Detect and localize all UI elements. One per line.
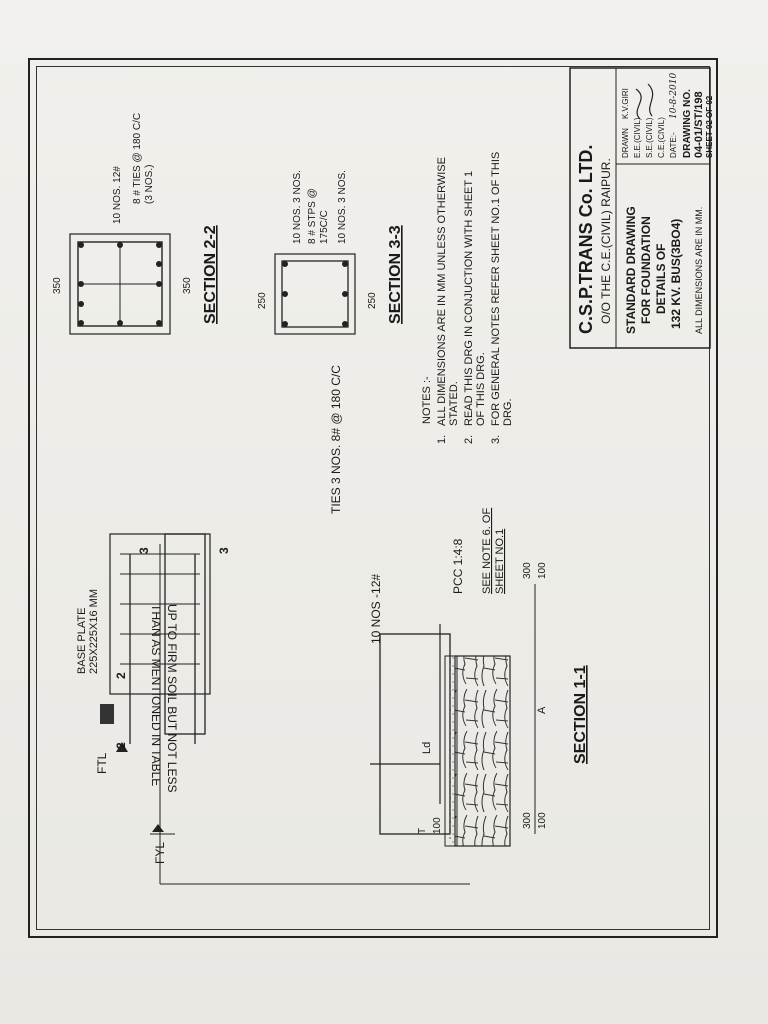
cut-2-upper: 2 — [114, 742, 128, 749]
cut-3-upper: 3 — [137, 547, 151, 554]
section-3-3: 250 250 10 NOS. 3 NOS. 8 # STPS @ 175C/C… — [257, 170, 404, 335]
see-note-line2: SHEET NO.1 — [494, 529, 506, 594]
drawing-outer-border — [28, 58, 718, 938]
dim-a-label: A — [536, 706, 548, 714]
title-block-frame — [569, 67, 711, 349]
note-3-num: 3. — [490, 435, 502, 444]
note-1-line2: STATED. — [448, 381, 460, 426]
fyl-level-label: FYL — [153, 842, 167, 864]
base-plate-label-line1: BASE PLATE — [76, 608, 88, 674]
ld-label: Ld — [421, 742, 433, 754]
section-2-2: 350 350 10 NOS. 12# 8 # TIES @ 180 C/C (… — [52, 113, 219, 335]
notes-heading: NOTES :- — [421, 376, 433, 424]
dim-100-left: 100 — [537, 812, 548, 829]
drawn-name: K.V.GIRI — [621, 88, 630, 119]
footing-bars — [370, 624, 441, 804]
note-3-line2: DRG. — [502, 399, 514, 427]
ties-label: TIES 3 NOS. 8# @ 180 C/C — [329, 365, 343, 514]
column-main-bars — [129, 554, 196, 744]
note-2-line1: READ THIS DRG IN CONJUCTION WITH SHEET 1 — [463, 171, 475, 426]
section-2-2-dim-h: 350 — [182, 277, 193, 294]
drawn-label: DRAWN — [621, 128, 630, 158]
dim-100-right: 100 — [537, 562, 548, 579]
section-3-3-title: SECTION 3-3 — [387, 225, 404, 324]
section-3-3-outline — [274, 253, 356, 335]
note-3-line1: FOR GENERAL NOTES REFER SHEET NO.1 OF TH… — [490, 152, 502, 426]
pcc-layer — [444, 655, 458, 847]
section-2-2-ties-label-line2: (3 NOS.) — [144, 165, 155, 204]
firm-soil-note-line1: UP TO FIRM SOIL BUT NOT LESS — [165, 604, 179, 793]
section-3-3-stps-label-line1: 8 # STPS @ — [307, 188, 318, 244]
drawing-title-line2: FOR FOUNDATION — [639, 216, 653, 324]
company-name: C.S.P.TRANS Co. LTD. — [576, 145, 596, 334]
ce-civil-label: C.E.(CIVIL) — [657, 117, 666, 158]
base-plate-label-line2: 225X225X16 MM — [88, 589, 100, 674]
base-plate — [100, 704, 114, 724]
se-civil-label: S.E.(CIVIL) — [645, 117, 654, 158]
section-3-3-dim-h: 250 — [367, 292, 378, 309]
section-3-3-stirrup — [281, 260, 349, 328]
firm-soil-note-line2: THAN AS MENTIONED IN TABLE — [149, 604, 163, 786]
dim-100-top: 100 — [432, 817, 443, 834]
date-value: 10-8-2010 — [669, 73, 679, 119]
drawing-title-line3: DETAILS OF — [654, 244, 668, 314]
section-1-1: UP TO FIRM SOIL BUT NOT LESS THAN AS MEN… — [76, 365, 589, 885]
footing-slab — [379, 633, 451, 835]
ee-civil-label: E.E.(CIVIL) — [633, 117, 642, 158]
section-1-1-title: SECTION 1-1 — [572, 665, 589, 764]
note-1-num: 1. — [436, 435, 448, 444]
drawing-no-label: DRAWING NO. — [682, 89, 693, 158]
see-note-line1: SEE NOTE 6. OF — [481, 508, 493, 594]
section-3-3-bars-top-label: 10 NOS. 3 NOS. — [292, 170, 303, 244]
column-shaft — [109, 533, 211, 695]
dims-note: ALL DIMENSIONS ARE IN MM. — [694, 207, 704, 334]
section-3-3-stps-label-line2: 175C/C — [319, 210, 330, 244]
drawing-title-line1: STANDARD DRAWING — [624, 206, 638, 334]
section-2-2-bars-label: 10 NOS. 12# — [112, 166, 123, 224]
sheet-no: SHEET 02 OF 02 — [705, 95, 714, 158]
drawing-inner-border — [36, 66, 710, 930]
dim-300-right: 300 — [522, 562, 533, 579]
section-2-2-ties-label-line1: 8 # TIES @ 180 C/C — [132, 113, 143, 204]
cut-2-lower: 2 — [114, 672, 128, 679]
owner-line: O/O THE C.E.(CIVIL) RAIPUR. — [599, 158, 613, 324]
notes-block: NOTES :- 1. ALL DIMENSIONS ARE IN MM UNL… — [421, 152, 514, 444]
section-3-3-bars-bottom-label: 10 NOS. 3 NOS. — [337, 170, 348, 244]
note-2-line2: OF THIS DRG. — [475, 352, 487, 426]
rubble-soling — [454, 655, 511, 847]
drawing-no: 04-01/ST/198 — [693, 91, 705, 158]
title-block: C.S.P.TRANS Co. LTD. O/O THE C.E.(CIVIL)… — [569, 67, 714, 349]
ftl-level-label: FTL — [95, 752, 109, 774]
section-3-3-bars — [282, 261, 348, 327]
signature-marks — [635, 83, 654, 120]
pcc-label: PCC 1:4:8 — [451, 538, 465, 594]
drawing-title-line4: 132 KV. BUS(3BO4) — [669, 219, 683, 329]
column-ties — [120, 553, 200, 665]
note-1-line1: ALL DIMENSIONS ARE IN MM UNLESS OTHERWIS… — [436, 157, 448, 426]
section-2-2-outline — [69, 233, 171, 335]
main-bars-label: 10 NOS -12# — [369, 574, 383, 644]
section-3-3-dim-w: 250 — [257, 292, 268, 309]
fyl-level-marker — [152, 824, 164, 832]
section-2-2-bars — [78, 242, 162, 326]
section-2-2-title: SECTION 2-2 — [202, 225, 219, 324]
dim-300-left: 300 — [522, 812, 533, 829]
cut-3-lower: 3 — [217, 547, 231, 554]
date-label: DATE:- — [669, 132, 678, 158]
dim-t-label: T — [417, 828, 428, 834]
note-2-num: 2. — [463, 435, 475, 444]
ftl-level-marker — [116, 742, 128, 752]
section-2-2-dim-w: 350 — [52, 277, 63, 294]
